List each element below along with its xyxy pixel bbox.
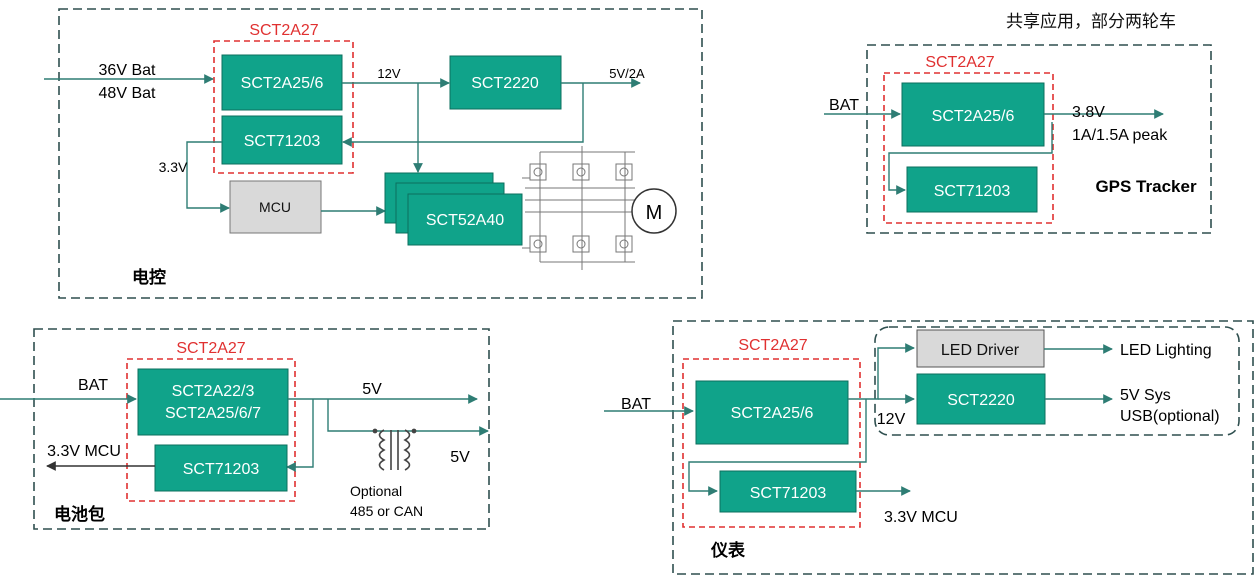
instrument-group-label: SCT2A27 xyxy=(738,337,807,354)
motor-control-sct2a27-group xyxy=(213,40,354,174)
gps-sct2a27-group xyxy=(883,72,1054,224)
motor-control-converter-block xyxy=(449,55,562,110)
gps-frame xyxy=(866,44,1212,234)
instrument-output-group xyxy=(874,326,1240,436)
motor-control-5v-label: 5V/2A xyxy=(609,66,645,81)
instrument-section: SCT2A27 BAT SCT2A25/6 12V LED Driver LED… xyxy=(604,320,1254,575)
motor-icon xyxy=(631,188,677,234)
battery-frame xyxy=(33,328,490,530)
instrument-ldo-label: SCT71203 xyxy=(750,485,827,502)
motor-control-3v3-label: 3.3V xyxy=(159,159,188,175)
motor-control-driver-label: SCT52A40 xyxy=(426,212,504,229)
gps-output-line1: 3.8V xyxy=(1072,104,1105,121)
battery-buck-block xyxy=(137,368,289,436)
instrument-buck-label: SCT2A25/6 xyxy=(731,405,814,422)
instrument-frame xyxy=(672,320,1254,575)
battery-section: SCT2A27 BAT SCT2A22/3 SCT2A25/6/7 5V 5V … xyxy=(0,328,490,530)
gps-section: SCT2A27 BAT SCT2A25/6 3.8V 1A/1.5A peak … xyxy=(824,44,1212,234)
battery-out-5v-iso-label: 5V xyxy=(450,449,470,466)
motor-control-label: 电控 xyxy=(132,267,166,287)
battery-out-mcu-label: 3.3V MCU xyxy=(47,443,121,460)
gps-label: GPS Tracker xyxy=(1095,177,1197,196)
instrument-buck-block xyxy=(695,380,849,445)
motor-control-buck-label: SCT2A25/6 xyxy=(241,75,324,92)
instrument-out-mcu-label: 3.3V MCU xyxy=(884,509,958,526)
battery-ldo-label: SCT71203 xyxy=(183,461,260,478)
instrument-out-sys-line2: USB(optional) xyxy=(1120,408,1220,425)
gps-buck-label: SCT2A25/6 xyxy=(932,108,1015,125)
instrument-out-sys-line1: 5V Sys xyxy=(1120,387,1171,404)
instrument-input-label: BAT xyxy=(621,396,651,413)
gps-ldo-label: SCT71203 xyxy=(934,183,1011,200)
gps-group-label: SCT2A27 xyxy=(925,54,994,71)
motor-control-buck-block xyxy=(221,54,343,111)
motor-control-input-line2: 48V Bat xyxy=(99,85,156,102)
motor-control-frame xyxy=(58,8,703,299)
instrument-led-driver-block xyxy=(916,329,1045,368)
battery-sct2a27-group xyxy=(126,358,296,502)
motor-label: M xyxy=(646,202,663,224)
motor-control-input-line1: 36V Bat xyxy=(99,62,156,79)
motor-control-mcu-block xyxy=(229,180,322,234)
battery-optional-line1: Optional xyxy=(350,483,402,499)
motor-control-section: SCT2A27 36V Bat 48V Bat SCT2A25/6 SCT712… xyxy=(44,8,703,299)
instrument-label: 仪表 xyxy=(710,540,746,560)
instrument-sct2a27-group xyxy=(682,358,861,528)
battery-input-label: BAT xyxy=(78,377,108,394)
battery-buck-line1: SCT2A22/3 xyxy=(172,383,255,400)
battery-ldo-block xyxy=(154,444,288,492)
motor-control-ldo-block xyxy=(221,115,343,165)
gps-buck-block xyxy=(901,82,1045,147)
instrument-converter-label: SCT2220 xyxy=(947,392,1015,409)
battery-optional-line2: 485 or CAN xyxy=(350,503,423,519)
instrument-ldo-block xyxy=(719,470,857,513)
instrument-led-driver-label: LED Driver xyxy=(941,342,1020,359)
motor-control-ldo-label: SCT71203 xyxy=(244,133,321,150)
transformer-icon xyxy=(372,428,417,471)
gps-input-label: BAT xyxy=(829,97,859,114)
battery-buck-line2: SCT2A25/6/7 xyxy=(165,405,261,422)
header-title: 共享应用，部分两轮车 xyxy=(1006,12,1176,31)
gps-ldo-block xyxy=(906,166,1038,213)
instrument-12v-label: 12V xyxy=(877,411,906,428)
motor-control-converter-label: SCT2220 xyxy=(471,75,539,92)
instrument-out-led-label: LED Lighting xyxy=(1120,342,1212,359)
mosfet-bridge-icon xyxy=(522,146,635,270)
motor-control-driver-block xyxy=(407,193,523,246)
gps-output-line2: 1A/1.5A peak xyxy=(1072,127,1168,144)
battery-label: 电池包 xyxy=(54,504,105,524)
motor-control-mcu-label: MCU xyxy=(259,199,291,215)
battery-out-5v-label: 5V xyxy=(362,381,382,398)
battery-group-label: SCT2A27 xyxy=(176,340,245,357)
motor-control-group-label: SCT2A27 xyxy=(249,22,318,39)
motor-control-12v-label: 12V xyxy=(377,66,400,81)
